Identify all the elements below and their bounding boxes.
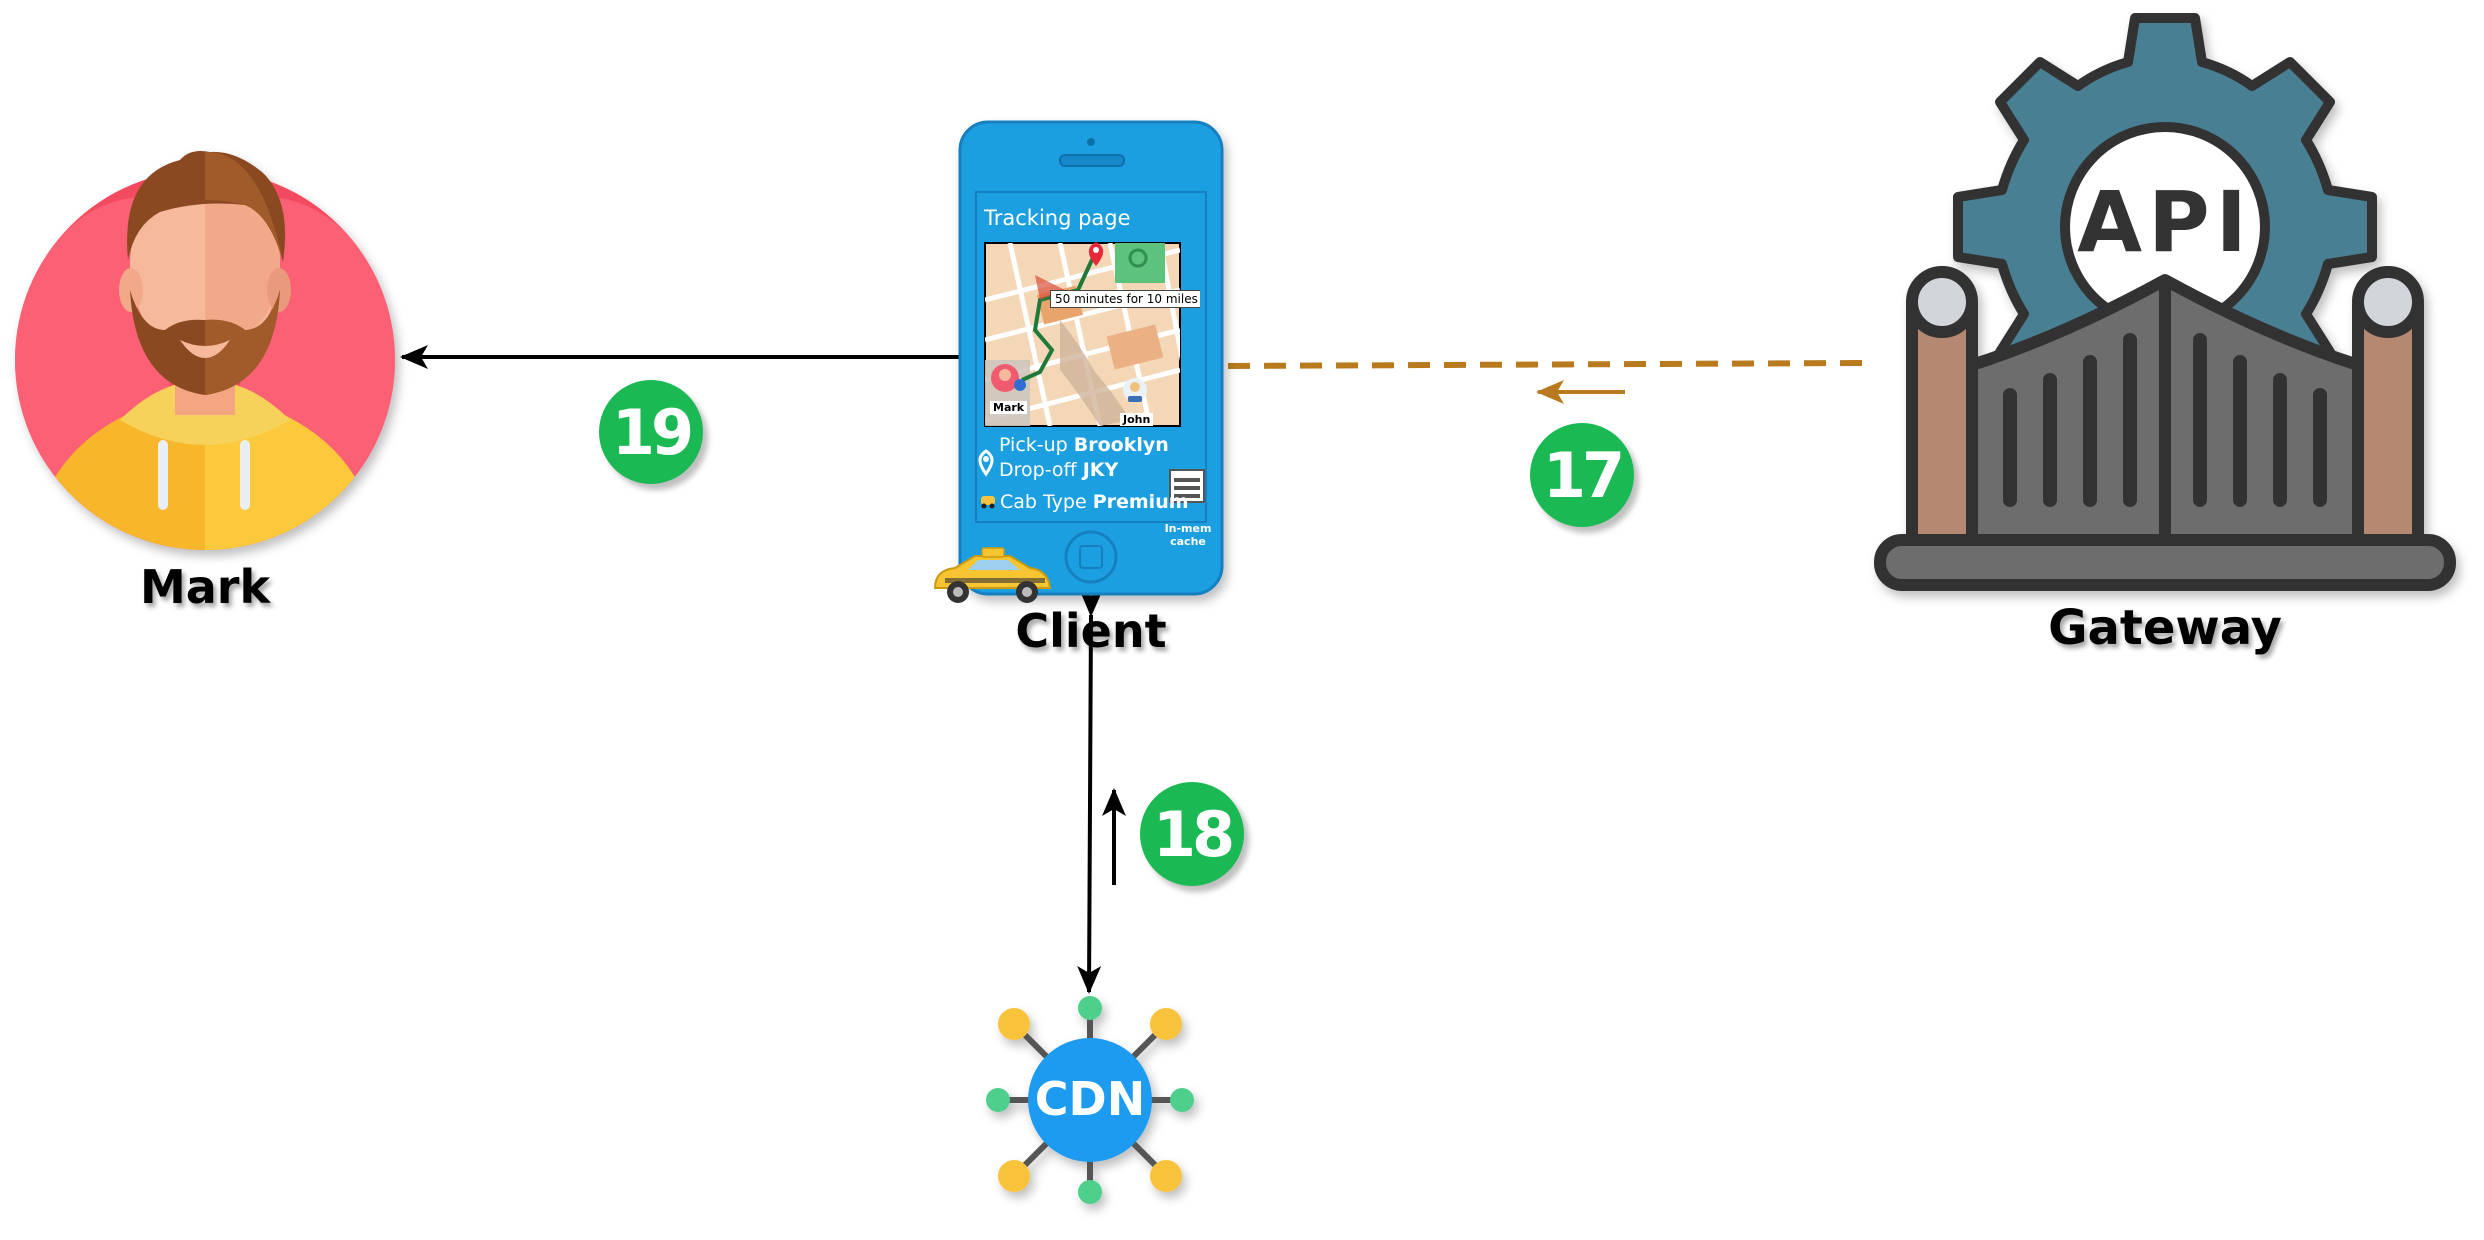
map-rider-name: Mark xyxy=(990,401,1028,414)
location-pin-icon xyxy=(978,449,994,477)
cdn-label: CDN xyxy=(1034,1072,1146,1126)
dropoff-label: Drop-off xyxy=(999,459,1077,481)
step-badge-19: 19 xyxy=(599,380,703,484)
mark-avatar-icon xyxy=(15,151,395,550)
edge-cdn-client xyxy=(1077,588,1104,994)
cache-line-1: In-mem xyxy=(1164,522,1212,535)
taxi-icon xyxy=(933,547,1052,603)
api-gateway-icon xyxy=(1874,13,2456,591)
map-driver-name: John xyxy=(1120,413,1154,426)
dropoff-value: JKY xyxy=(1082,459,1119,481)
pickup-value: Brooklyn xyxy=(1073,434,1169,456)
step-badge-17: 17 xyxy=(1530,423,1634,527)
cache-icon xyxy=(1169,469,1205,503)
pickup-row: Pick-up Brooklyn xyxy=(999,434,1169,456)
client-label: Client xyxy=(1015,604,1167,658)
step-badge-18: 18 xyxy=(1140,782,1244,886)
gateway-label: Gateway xyxy=(2048,600,2282,656)
dropoff-row: Drop-off JKY xyxy=(999,459,1118,481)
api-logo-text: API xyxy=(2077,173,2253,271)
mark-label: Mark xyxy=(139,560,271,614)
cab-type-value: Premium xyxy=(1092,491,1189,513)
in-mem-cache-label: In-mem cache xyxy=(1160,522,1216,548)
cab-icon xyxy=(981,496,995,509)
cab-type-label: Cab Type xyxy=(1000,491,1087,513)
cache-line-2: cache xyxy=(1170,535,1206,548)
tracking-page-title: Tracking page xyxy=(984,206,1131,230)
eta-chip: 50 minutes for 10 miles xyxy=(1050,290,1200,308)
edge-gateway-to-client-dashed xyxy=(1227,360,1863,369)
cdn-network-icon xyxy=(986,996,1194,1204)
pickup-label: Pick-up xyxy=(999,434,1068,456)
cab-type-row: Cab Type Premium xyxy=(1000,491,1189,513)
